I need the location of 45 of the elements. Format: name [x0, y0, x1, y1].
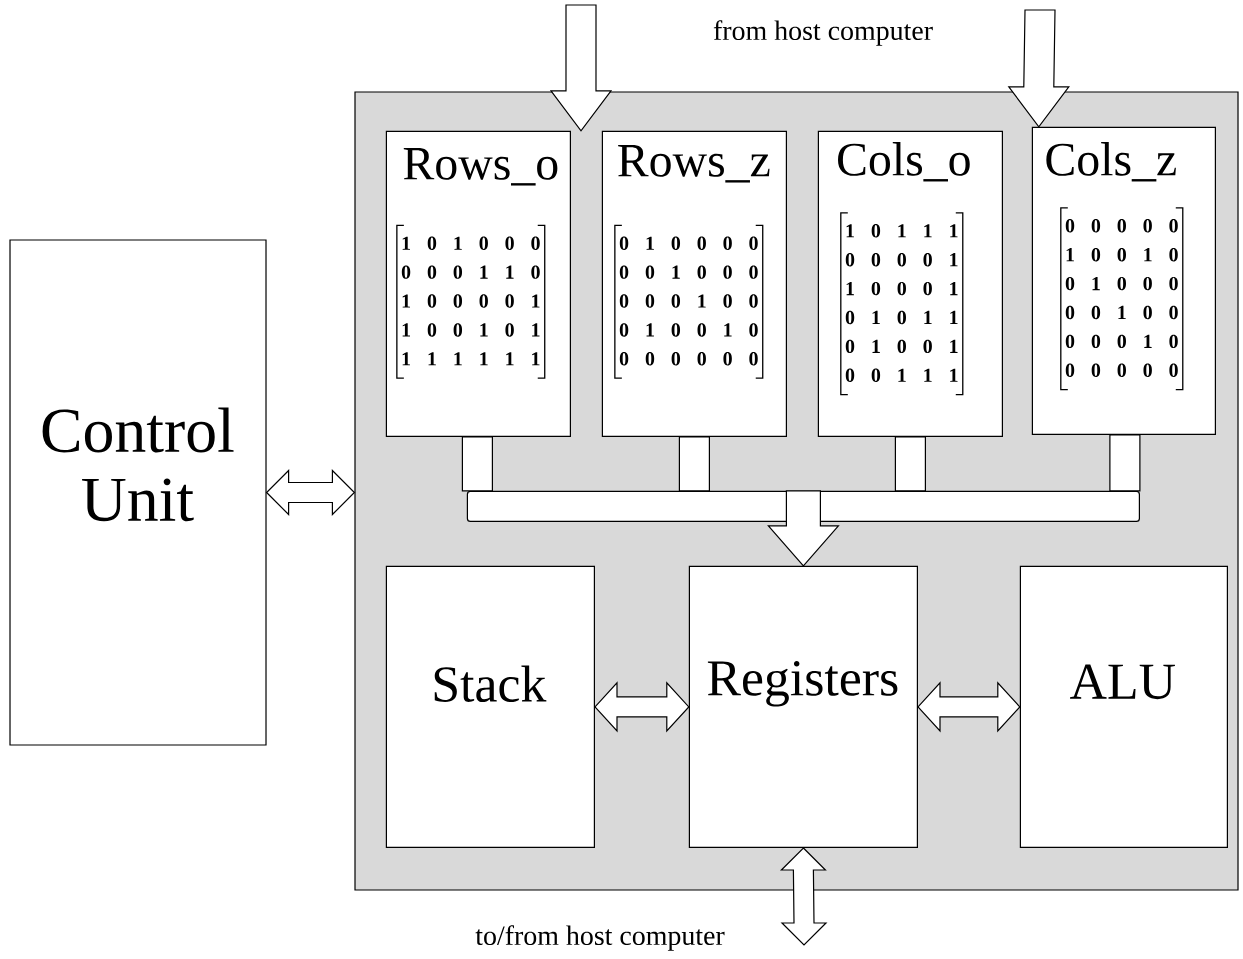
- matrix: 0 0 0 0 0 1 0 0 1 0 0 1 0 0 0 0 0 1 0 0 0 0 0 1 0 0 0 0 0 0: [1060, 207, 1184, 391]
- memory-box: Rows_z 0 1 0 0 0 0 0 0 1 0 0 0 0 0 0 1 0 0 0 1 0 0 1 0 0 0 0 0 0 0: [601, 130, 787, 437]
- matrix: 1 0 1 0 0 0 0 0 0 1 1 0 1 0 0 0 0 1 1 0 0 1 0 1 1 1 1 1 1 1: [396, 224, 546, 379]
- stack-box: Stack: [385, 565, 595, 848]
- host-label: from host computer: [713, 20, 933, 46]
- node-label: 0 0 0 0 0 0: [619, 352, 758, 366]
- node-label: 0 0 1 0 0 0: [619, 265, 758, 279]
- node-label: 0 0 0 0 0: [1065, 363, 1178, 377]
- node-label: 0 0 1 1 1: [845, 368, 958, 382]
- bus-connector: [1109, 434, 1141, 492]
- memory-box: Cols_z 0 0 0 0 0 1 0 0 1 0 0 1 0 0 0 0 0 1 0 0 0 0 0 1 0 0 0 0 0 0: [1031, 126, 1216, 435]
- block-arrow: [594, 681, 690, 733]
- node-label: 0 0 0 1 0: [1065, 334, 1178, 349]
- node-label: 0 0 1 0 0: [1065, 305, 1178, 320]
- block-arrow: [549, 4, 613, 132]
- node-label: 0 1 0 0 1 0: [619, 323, 758, 337]
- bus-connector: [678, 436, 710, 492]
- node-label: 0 0 0 1 0 0: [619, 294, 758, 308]
- register-box: Registers: [688, 565, 918, 848]
- block-arrow: [917, 681, 1021, 733]
- node-label: 1 0 0 0 0 1: [402, 294, 540, 308]
- block-arrow: [767, 490, 840, 567]
- node-label: 1 1 1 1 1 1: [402, 352, 540, 366]
- block-arrow: [1007, 9, 1070, 128]
- matrix: 1 0 1 1 1 0 0 0 0 1 1 0 0 0 1 0 1 0 1 1 0 1 0 0 1 0 0 1 1 1: [840, 212, 964, 396]
- node-label: 0 1 0 0 1: [845, 339, 958, 354]
- node-label: 0 1 0 0 0: [1065, 276, 1178, 291]
- node-label: 1 0 0 1 0: [1066, 247, 1178, 262]
- node-label: 1 0 0 1 0 1: [402, 323, 540, 337]
- node-label: 0 1 0 0 0 0: [619, 236, 758, 250]
- host-label: to/from host computer: [475, 925, 725, 951]
- node-label: 1 0 0 0 1: [846, 281, 958, 296]
- node-label: 1 0 1 1 1: [846, 224, 958, 238]
- control-unit-box: Control Unit: [9, 239, 267, 746]
- node-label: 0 1 0 1 1: [845, 310, 958, 325]
- memory-box: Cols_o 1 0 1 1 1 0 0 0 0 1 1 0 0 0 1 0 1 0 1 1 0 1 0 0 1 0 0 1 1 1: [817, 130, 1003, 437]
- node-label: 1 0 1 0 0 0: [402, 236, 540, 250]
- alu-box: ALU: [1019, 565, 1228, 848]
- node-label: 0 0 0 0 1: [845, 252, 958, 267]
- bus-connector: [461, 436, 493, 492]
- memory-box: Rows_o 1 0 1 0 0 0 0 0 0 1 1 0 1 0 0 0 0 1 1 0 0 1 0 1 1 1 1 1 1 1: [385, 130, 571, 437]
- matrix: 0 1 0 0 0 0 0 0 1 0 0 0 0 0 0 1 0 0 0 1 0 0 1 0 0 0 0 0 0 0: [614, 224, 764, 379]
- node-label: 0 0 0 0 0: [1065, 219, 1178, 233]
- bus-connector: [894, 436, 926, 492]
- node-label: 0 0 0 1 1 0: [401, 265, 540, 279]
